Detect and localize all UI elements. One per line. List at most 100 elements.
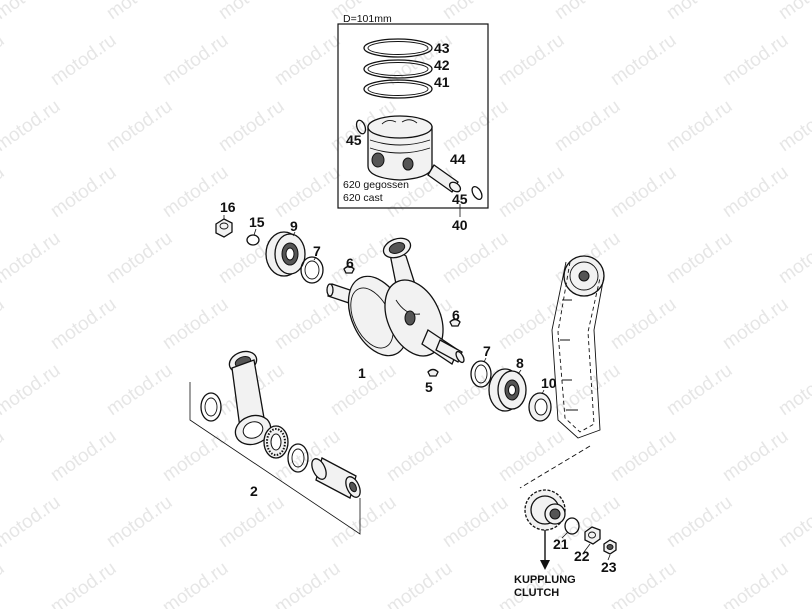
watermark-text: motod.ru: [495, 30, 568, 90]
key-6-left: [343, 265, 355, 274]
nut-23: [603, 539, 617, 555]
watermark-text: motod.ru: [0, 558, 8, 609]
watermark-text: motod.ru: [607, 294, 680, 354]
label-7-right: 7: [483, 343, 491, 359]
watermark-text: motod.ru: [663, 0, 736, 24]
watermark-text: motod.ru: [495, 426, 568, 486]
shim-7-left: [300, 256, 324, 284]
watermark-text: motod.ru: [551, 360, 624, 420]
watermark-text: motod.ru: [0, 360, 64, 420]
watermark-text: motod.ru: [607, 30, 680, 90]
crankshaft-assembly: 1: [326, 237, 465, 381]
shim-left-small: [200, 392, 222, 422]
label-21: 21: [553, 536, 569, 552]
watermark-text: motod.ru: [663, 228, 736, 288]
label-2: 2: [250, 483, 258, 499]
watermark-text: motod.ru: [271, 558, 344, 609]
watermark-text: motod.ru: [0, 30, 8, 90]
watermark-text: motod.ru: [159, 558, 232, 609]
watermark-text: motod.ru: [47, 294, 120, 354]
watermark-text: motod.ru: [103, 492, 176, 552]
label-22: 22: [574, 548, 590, 564]
watermark-text: motod.ru: [663, 492, 736, 552]
sprocket-gear: [524, 489, 566, 531]
watermark-text: motod.ru: [775, 360, 812, 420]
label-40: 40: [452, 217, 468, 233]
piston-diameter: D=101mm: [343, 13, 392, 25]
watermark-text: motod.ru: [215, 0, 288, 24]
label-10: 10: [541, 375, 557, 391]
piston-variant-en: 620 cast: [343, 192, 383, 204]
shim-right-small: [287, 443, 309, 473]
key-5: [427, 368, 439, 377]
key-6-right: [449, 318, 461, 327]
watermark-text: motod.ru: [159, 30, 232, 90]
watermark-text: motod.ru: [103, 228, 176, 288]
circlip-right: [471, 185, 483, 201]
watermark-text: motod.ru: [719, 162, 792, 222]
watermark-text: motod.ru: [327, 492, 400, 552]
watermark-text: motod.ru: [159, 426, 232, 486]
watermark-text: motod.ru: [271, 30, 344, 90]
clutch-label-de: KUPPLUNG: [514, 574, 576, 586]
watermark-text: motod.ru: [103, 0, 176, 24]
label-44: 44: [450, 151, 466, 167]
watermark-text: motod.ru: [103, 96, 176, 156]
watermark-text: motod.ru: [0, 492, 64, 552]
piston-ring-42: [363, 59, 433, 79]
watermark-text: motod.ru: [383, 558, 456, 609]
label-41: 41: [434, 74, 450, 90]
watermark-text: motod.ru: [775, 0, 812, 24]
conrod-kit-group: 2: [189, 350, 361, 535]
watermark-text: motod.ru: [663, 96, 736, 156]
watermark-text: motod.ru: [439, 492, 512, 552]
piston-ring-43: [363, 38, 433, 58]
keys-group: 6 6 5: [343, 255, 461, 395]
watermark-text: motod.ru: [0, 426, 8, 486]
watermark-text: motod.ru: [0, 162, 8, 222]
watermark-text: motod.ru: [0, 294, 8, 354]
label-42: 42: [434, 57, 450, 73]
piston-variant-de: 620 gegossen: [343, 179, 409, 191]
watermark-text: motod.ru: [215, 96, 288, 156]
watermark-text: motod.ru: [551, 96, 624, 156]
watermark-text: motod.ru: [271, 162, 344, 222]
label-6-right: 6: [452, 307, 460, 323]
watermark-text: motod.ru: [0, 0, 64, 24]
clutch-gear-group: 21 22 23 KUPPLUNG CLUTCH: [514, 489, 617, 599]
watermark-text: motod.ru: [271, 294, 344, 354]
label-6-left: 6: [346, 255, 354, 271]
nut-16: [215, 218, 233, 238]
watermark-text: motod.ru: [47, 30, 120, 90]
timing-chain: [519, 255, 605, 489]
label-5: 5: [425, 379, 433, 395]
watermark-text: motod.ru: [439, 228, 512, 288]
watermark-text: motod.ru: [551, 0, 624, 24]
watermark-text: motod.ru: [719, 294, 792, 354]
label-45-left: 45: [346, 132, 362, 148]
piston-box: [337, 23, 489, 209]
piston-ring-41: [363, 79, 433, 99]
label-7-left: 7: [313, 243, 321, 259]
watermark-text: motod.ru: [47, 558, 120, 609]
shim-7-right: [470, 360, 492, 388]
washer-15: [246, 234, 260, 246]
label-45-right: 45: [452, 191, 468, 207]
piston-group: D=101mm: [337, 13, 489, 233]
washer-21: [564, 517, 580, 535]
nut-22: [584, 526, 601, 545]
watermark-text: motod.ru: [0, 228, 64, 288]
watermark-text: motod.ru: [495, 162, 568, 222]
label-15: 15: [249, 214, 265, 230]
watermark-text: motod.ru: [47, 162, 120, 222]
label-1: 1: [358, 365, 366, 381]
watermark-text: motod.ru: [383, 426, 456, 486]
watermark-text: motod.ru: [719, 30, 792, 90]
watermark-text: motod.ru: [719, 558, 792, 609]
piston: [367, 115, 433, 181]
watermark-text: motod.ru: [719, 426, 792, 486]
label-8: 8: [516, 355, 524, 371]
circlip-left: [355, 119, 367, 135]
watermark-text: motod.ru: [607, 558, 680, 609]
